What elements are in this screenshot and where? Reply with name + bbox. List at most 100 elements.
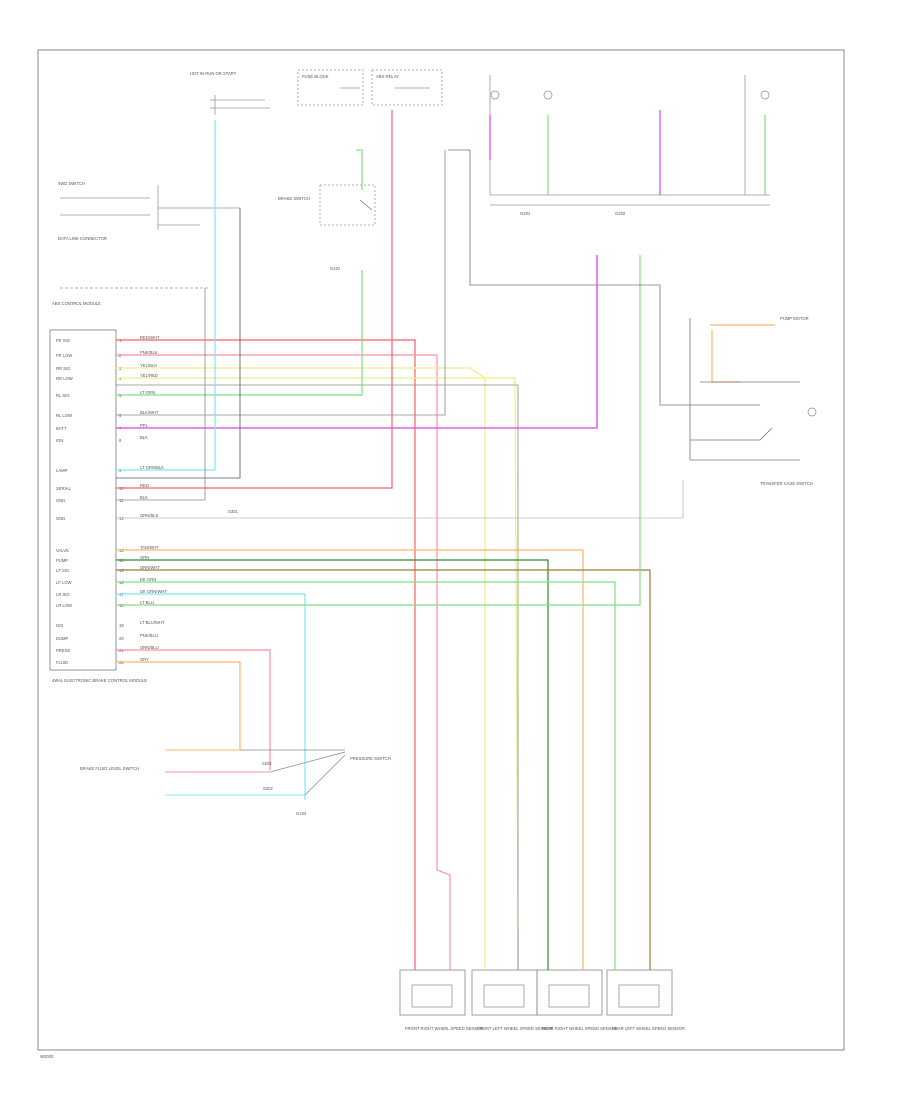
module-pin-label: RL LOW bbox=[56, 413, 72, 418]
wire-gray-a bbox=[116, 384, 519, 930]
module-pin-number: 8 bbox=[119, 438, 122, 443]
module-pin-label: RR SIG bbox=[56, 366, 70, 371]
wire-orange-b bbox=[116, 661, 241, 750]
wire-gray-d bbox=[116, 480, 684, 519]
left-4wd-switch: 4WD SWITCH DATA LINK CONNECTOR bbox=[58, 181, 240, 241]
brake-switch: BRAKE SWITCH bbox=[278, 184, 376, 226]
wire-code-label: ORN bbox=[140, 555, 149, 560]
ground-lower-a: G103 bbox=[296, 811, 307, 816]
module-pin-label: IGN bbox=[56, 438, 63, 443]
sensor-connector: FRONT LEFT WHEEL SPEED SENSOR bbox=[471, 969, 553, 1031]
wire-lt-green-b bbox=[116, 581, 616, 930]
wire-code-label: BLK bbox=[140, 435, 148, 440]
wire-dk-green bbox=[116, 559, 549, 930]
left-sensor-label: BRAKE FLUID LEVEL SWITCH bbox=[80, 766, 139, 771]
switch-icon bbox=[807, 407, 817, 417]
wire-code-label: LT GRN bbox=[140, 390, 155, 395]
wire-code-label: DK GRN bbox=[140, 577, 156, 582]
module-pin-label: LR SIG bbox=[56, 592, 70, 597]
module-pin-label: GND bbox=[56, 498, 65, 503]
top-fuse-block: FUSE BLOCK ABS RELAY bbox=[297, 69, 443, 106]
sensor-connector: REAR LEFT WHEEL SPEED SENSOR bbox=[606, 969, 685, 1031]
wire-pink-b bbox=[116, 649, 271, 770]
module-pin-label: LAMP bbox=[56, 468, 68, 473]
module-pin-label: LF LOW bbox=[56, 580, 72, 585]
wire-code-label: LT BLU/WHT bbox=[140, 620, 165, 625]
wire-code-label: YEL/RED bbox=[140, 373, 158, 378]
wire-yellow bbox=[116, 367, 486, 930]
module-label: ABS CONTROL MODULE bbox=[52, 301, 101, 306]
wire-black-a bbox=[116, 208, 241, 479]
ground-label-c: G201 bbox=[520, 211, 531, 216]
wire-gray-loop bbox=[448, 149, 760, 406]
module-pin-label: PUMP bbox=[56, 558, 68, 563]
wheel-speed-sensors: FRONT RIGHT WHEEL SPEED SENSOR FRONT LEF… bbox=[399, 930, 685, 1031]
fuse-block-label: FUSE BLOCK bbox=[302, 74, 329, 79]
wire-yellow-2 bbox=[116, 377, 519, 931]
module-pin-label: GND bbox=[56, 516, 65, 521]
pressure-switch-label: PRESSURE SWITCH bbox=[350, 756, 391, 761]
module-pin-number: 20 bbox=[119, 636, 124, 641]
ground-label-a: G101 bbox=[330, 266, 341, 271]
wire-lt-blue bbox=[116, 120, 216, 471]
wire-red-b bbox=[116, 110, 393, 489]
module-pin-label: FR SIG bbox=[56, 338, 70, 343]
module-bottom-label: 4WAL ELECTRONIC BRAKE CONTROL MODULE bbox=[52, 678, 147, 683]
splice-label-b: S202 bbox=[263, 786, 273, 791]
wire-code-label: PNK/BLU bbox=[140, 633, 158, 638]
wire-code-label: BLK/WHT bbox=[140, 410, 159, 415]
wire-code-label: PPL bbox=[140, 423, 149, 428]
right-switch-label: TRANSFER CASE SWITCH bbox=[760, 481, 813, 486]
module-pin-number: 6 bbox=[119, 413, 122, 418]
wire-violet bbox=[116, 255, 598, 429]
module-pin-label: SERIAL bbox=[56, 486, 72, 491]
module-pin-label: FLUID bbox=[56, 660, 68, 665]
wire-lt-green bbox=[116, 270, 363, 396]
wire-code-label: ORN/BLK bbox=[140, 513, 159, 518]
wire-code-label: LT GRN/BLK bbox=[140, 465, 164, 470]
wire-gray-b bbox=[116, 150, 446, 416]
sensor-2-label: FRONT LEFT WHEEL SPEED SENSOR bbox=[477, 1026, 553, 1031]
wire-brown bbox=[116, 569, 651, 930]
wire-code-label: RED/WHT bbox=[140, 335, 160, 340]
top-ignition-label: HOT IN RUN OR START bbox=[190, 71, 237, 76]
splice-label-a: S201 bbox=[262, 761, 272, 766]
wire-code-label: GRY bbox=[140, 657, 149, 662]
module-pin-number: 11 bbox=[119, 498, 124, 503]
wire-gray-c bbox=[116, 288, 206, 501]
module-pin-label: LR LOW bbox=[56, 603, 72, 608]
transfer-case-switch: PUMP MOTOR TRANSFER CASE SWITCH bbox=[689, 316, 817, 486]
footer-code: W0000 bbox=[40, 1054, 54, 1059]
pump-motor-label: PUMP MOTOR bbox=[780, 316, 809, 321]
wire-code-label: YEL/BLK bbox=[140, 363, 157, 368]
wire-code-label: BLK bbox=[140, 495, 148, 500]
wire-orange bbox=[116, 549, 584, 930]
wire-code-label: RED bbox=[140, 483, 149, 488]
module-pin-number: 12 bbox=[119, 516, 124, 521]
module-pin-label: VALVE bbox=[56, 548, 69, 553]
left-switch-label: 4WD SWITCH bbox=[58, 181, 85, 186]
diagram-frame bbox=[37, 49, 845, 1051]
sensor-4-label: REAR LEFT WHEEL SPEED SENSOR bbox=[612, 1026, 685, 1031]
wire-red bbox=[116, 339, 416, 930]
wire-lt-green-c bbox=[116, 255, 641, 606]
module-pin-number: 19 bbox=[119, 623, 124, 628]
brake-fluid-level-switch: BRAKE FLUID LEVEL SWITCH PRESSURE SWITCH… bbox=[80, 749, 391, 816]
module-pin-label: DUMP bbox=[56, 636, 69, 641]
wire-lt-green-mid bbox=[356, 149, 363, 190]
wire-code-label: LT BLU bbox=[140, 600, 154, 605]
module-pin-label: PRESS bbox=[56, 648, 70, 653]
sensor-connector: FRONT RIGHT WHEEL SPEED SENSOR bbox=[399, 969, 484, 1031]
lamp-icon bbox=[490, 90, 500, 100]
module-pin-label: BATT bbox=[56, 426, 67, 431]
wire-code-label: DK GRN/WHT bbox=[140, 589, 167, 594]
module-pin-label: RR LOW bbox=[56, 376, 73, 381]
wire-code-label: TAN/WHT bbox=[140, 545, 159, 550]
wire-code-label: ORN/WHT bbox=[140, 565, 160, 570]
lamp-icon bbox=[543, 90, 553, 100]
splice-right-label: S301 bbox=[228, 509, 238, 514]
top-ignition-block: HOT IN RUN OR START bbox=[190, 71, 270, 115]
lamp-icon bbox=[760, 90, 770, 100]
